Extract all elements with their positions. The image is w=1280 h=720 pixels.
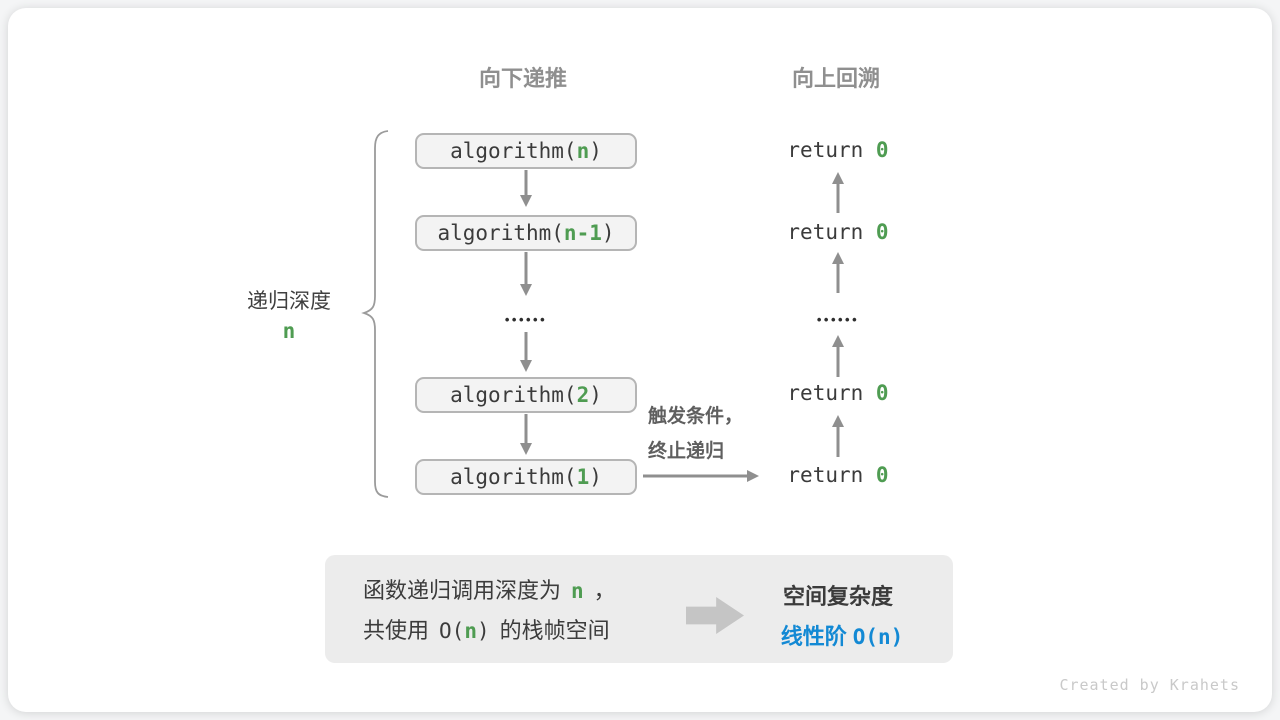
frame-arg: 1 [576,465,590,489]
complexity-big-o: O(n) [852,625,904,649]
stack-frame-n: algorithm(n) [415,133,637,169]
return-keyword: return [787,138,864,162]
header-recurse-down: 向下递推 [478,66,568,91]
stack-frame-2: algorithm(2) [415,377,637,413]
frame-close: ) [589,139,602,163]
return-ellipsis: •••••• [816,312,860,327]
summary-var-n: n [464,619,477,643]
frame-fn-name: algorithm( [437,221,564,245]
watermark-credit: Created by Krahets [1059,676,1240,694]
frame-fn-name: algorithm( [450,383,577,407]
frame-close: ) [589,465,602,489]
complexity-grade: 线性阶 [780,624,847,649]
return-row: return 0 [787,219,888,245]
return-row: return 0 [787,380,888,406]
big-o-open: O( [439,619,465,643]
summary-line1: 函数递归调用深度为 n ， [363,571,616,611]
return-keyword: return [787,381,864,405]
frame-arg: 2 [576,383,590,407]
summary-line2: 共使用 O(n) 的栈帧空间 [363,611,616,651]
frame-fn-name: algorithm( [450,465,577,489]
summary-punct: ， [593,578,616,603]
frame-close: ) [589,383,602,407]
header-backtrack-up: 向上回溯 [791,66,881,91]
recursion-depth-value: n [282,319,296,343]
return-value: 0 [875,381,889,405]
trigger-note-line1: 触发条件， [648,406,744,427]
big-o-close: ) [476,619,490,643]
frame-fn-name: algorithm( [450,139,577,163]
frame-arg: n [576,139,590,163]
return-row: return 0 [787,462,888,488]
stack-frame-1: algorithm(1) [415,459,637,495]
summary-text: 的栈帧空间 [499,618,610,643]
return-value: 0 [875,138,889,162]
frame-close: ) [601,221,615,245]
space-complexity-title: 空间复杂度 [782,584,894,609]
stack-frame-n-1: algorithm(n-1) [415,215,637,251]
stack-ellipsis: •••••• [504,312,548,327]
return-value: 0 [875,220,889,244]
summary-var-n: n [571,579,584,603]
summary-panel [325,555,953,663]
return-row: return 0 [787,137,888,163]
trigger-note-line2: 终止递归 [648,441,725,462]
summary-text: 共使用 [363,618,430,643]
frame-arg: n-1 [563,221,602,245]
summary-text: 函数递归调用深度为 [363,578,562,603]
return-keyword: return [787,220,864,244]
return-keyword: return [787,463,864,487]
return-value: 0 [875,463,889,487]
recursion-depth-label: 递归深度 [247,290,331,313]
